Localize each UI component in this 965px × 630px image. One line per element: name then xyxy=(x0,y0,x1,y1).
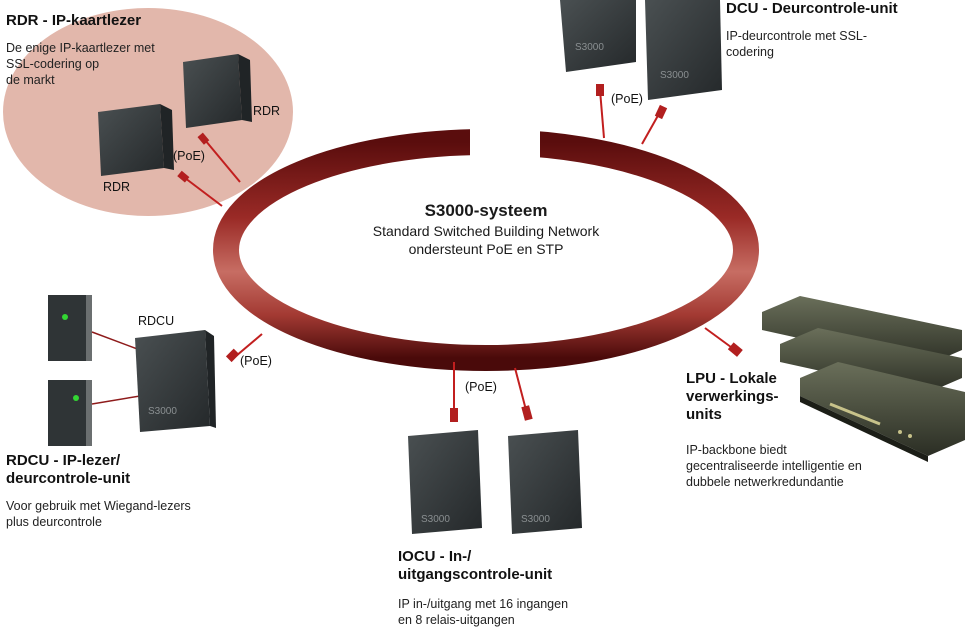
system-title: S3000-systeem xyxy=(424,201,548,220)
svg-text:S3000: S3000 xyxy=(575,42,604,53)
rdr-description: De enige IP-kaartlezer met SSL-codering … xyxy=(6,41,155,87)
iocu-description: IP in-/uitgang met 16 ingangen en 8 rela… xyxy=(398,597,569,627)
rdr-poe-label: (PoE) xyxy=(173,149,205,163)
rdcu-reader-bottom xyxy=(48,380,92,446)
svg-text:S3000: S3000 xyxy=(660,70,689,81)
iocu-title: IOCU - In-/ uitgangscontrole-unit xyxy=(398,548,553,583)
iocu-device-left: S3000 xyxy=(408,430,482,534)
lpu-title: LPU - Lokale verwerkings- units xyxy=(686,370,779,423)
svg-text:S3000: S3000 xyxy=(148,406,177,417)
lpu-rack-units xyxy=(762,296,965,462)
rdcu-poe-label: (PoE) xyxy=(240,354,272,368)
dcu-description: IP-deurcontrole met SSL- codering xyxy=(726,29,868,59)
system-line-2: ondersteunt PoE en STP xyxy=(408,241,564,257)
center-label: S3000-systeem Standard Switched Building… xyxy=(306,200,666,258)
rdcu-reader-top xyxy=(48,295,92,361)
lpu-description: IP-backbone biedt gecentraliseerde intel… xyxy=(686,443,862,489)
rdcu-title: RDCU - IP-lezer/ deurcontrole-unit xyxy=(6,452,131,487)
dcu-title: DCU - Deurcontrole-unit xyxy=(726,0,898,17)
dcu-device-right: S3000 xyxy=(645,0,722,100)
rdr-title: RDR - IP-kaartlezer xyxy=(6,12,142,29)
iocu-poe-label: (PoE) xyxy=(465,380,497,394)
svg-text:S3000: S3000 xyxy=(521,514,550,525)
rdr-device-left xyxy=(98,104,174,176)
rdr-left-label: RDR xyxy=(103,180,131,194)
rdr-right-label: RDR xyxy=(253,104,281,118)
iocu-device-right: S3000 xyxy=(508,430,582,534)
dcu-poe-label: (PoE) xyxy=(611,92,643,106)
dcu-device-left: S3000 xyxy=(560,0,636,72)
svg-text:S3000: S3000 xyxy=(421,514,450,525)
rdcu-description: Voor gebruik met Wiegand-lezers plus deu… xyxy=(6,499,191,529)
rdr-device-right xyxy=(183,54,252,128)
system-line-1: Standard Switched Building Network xyxy=(372,223,600,239)
rdcu-device: S3000 xyxy=(135,330,216,432)
rdcu-device-label: RDCU xyxy=(138,314,175,328)
